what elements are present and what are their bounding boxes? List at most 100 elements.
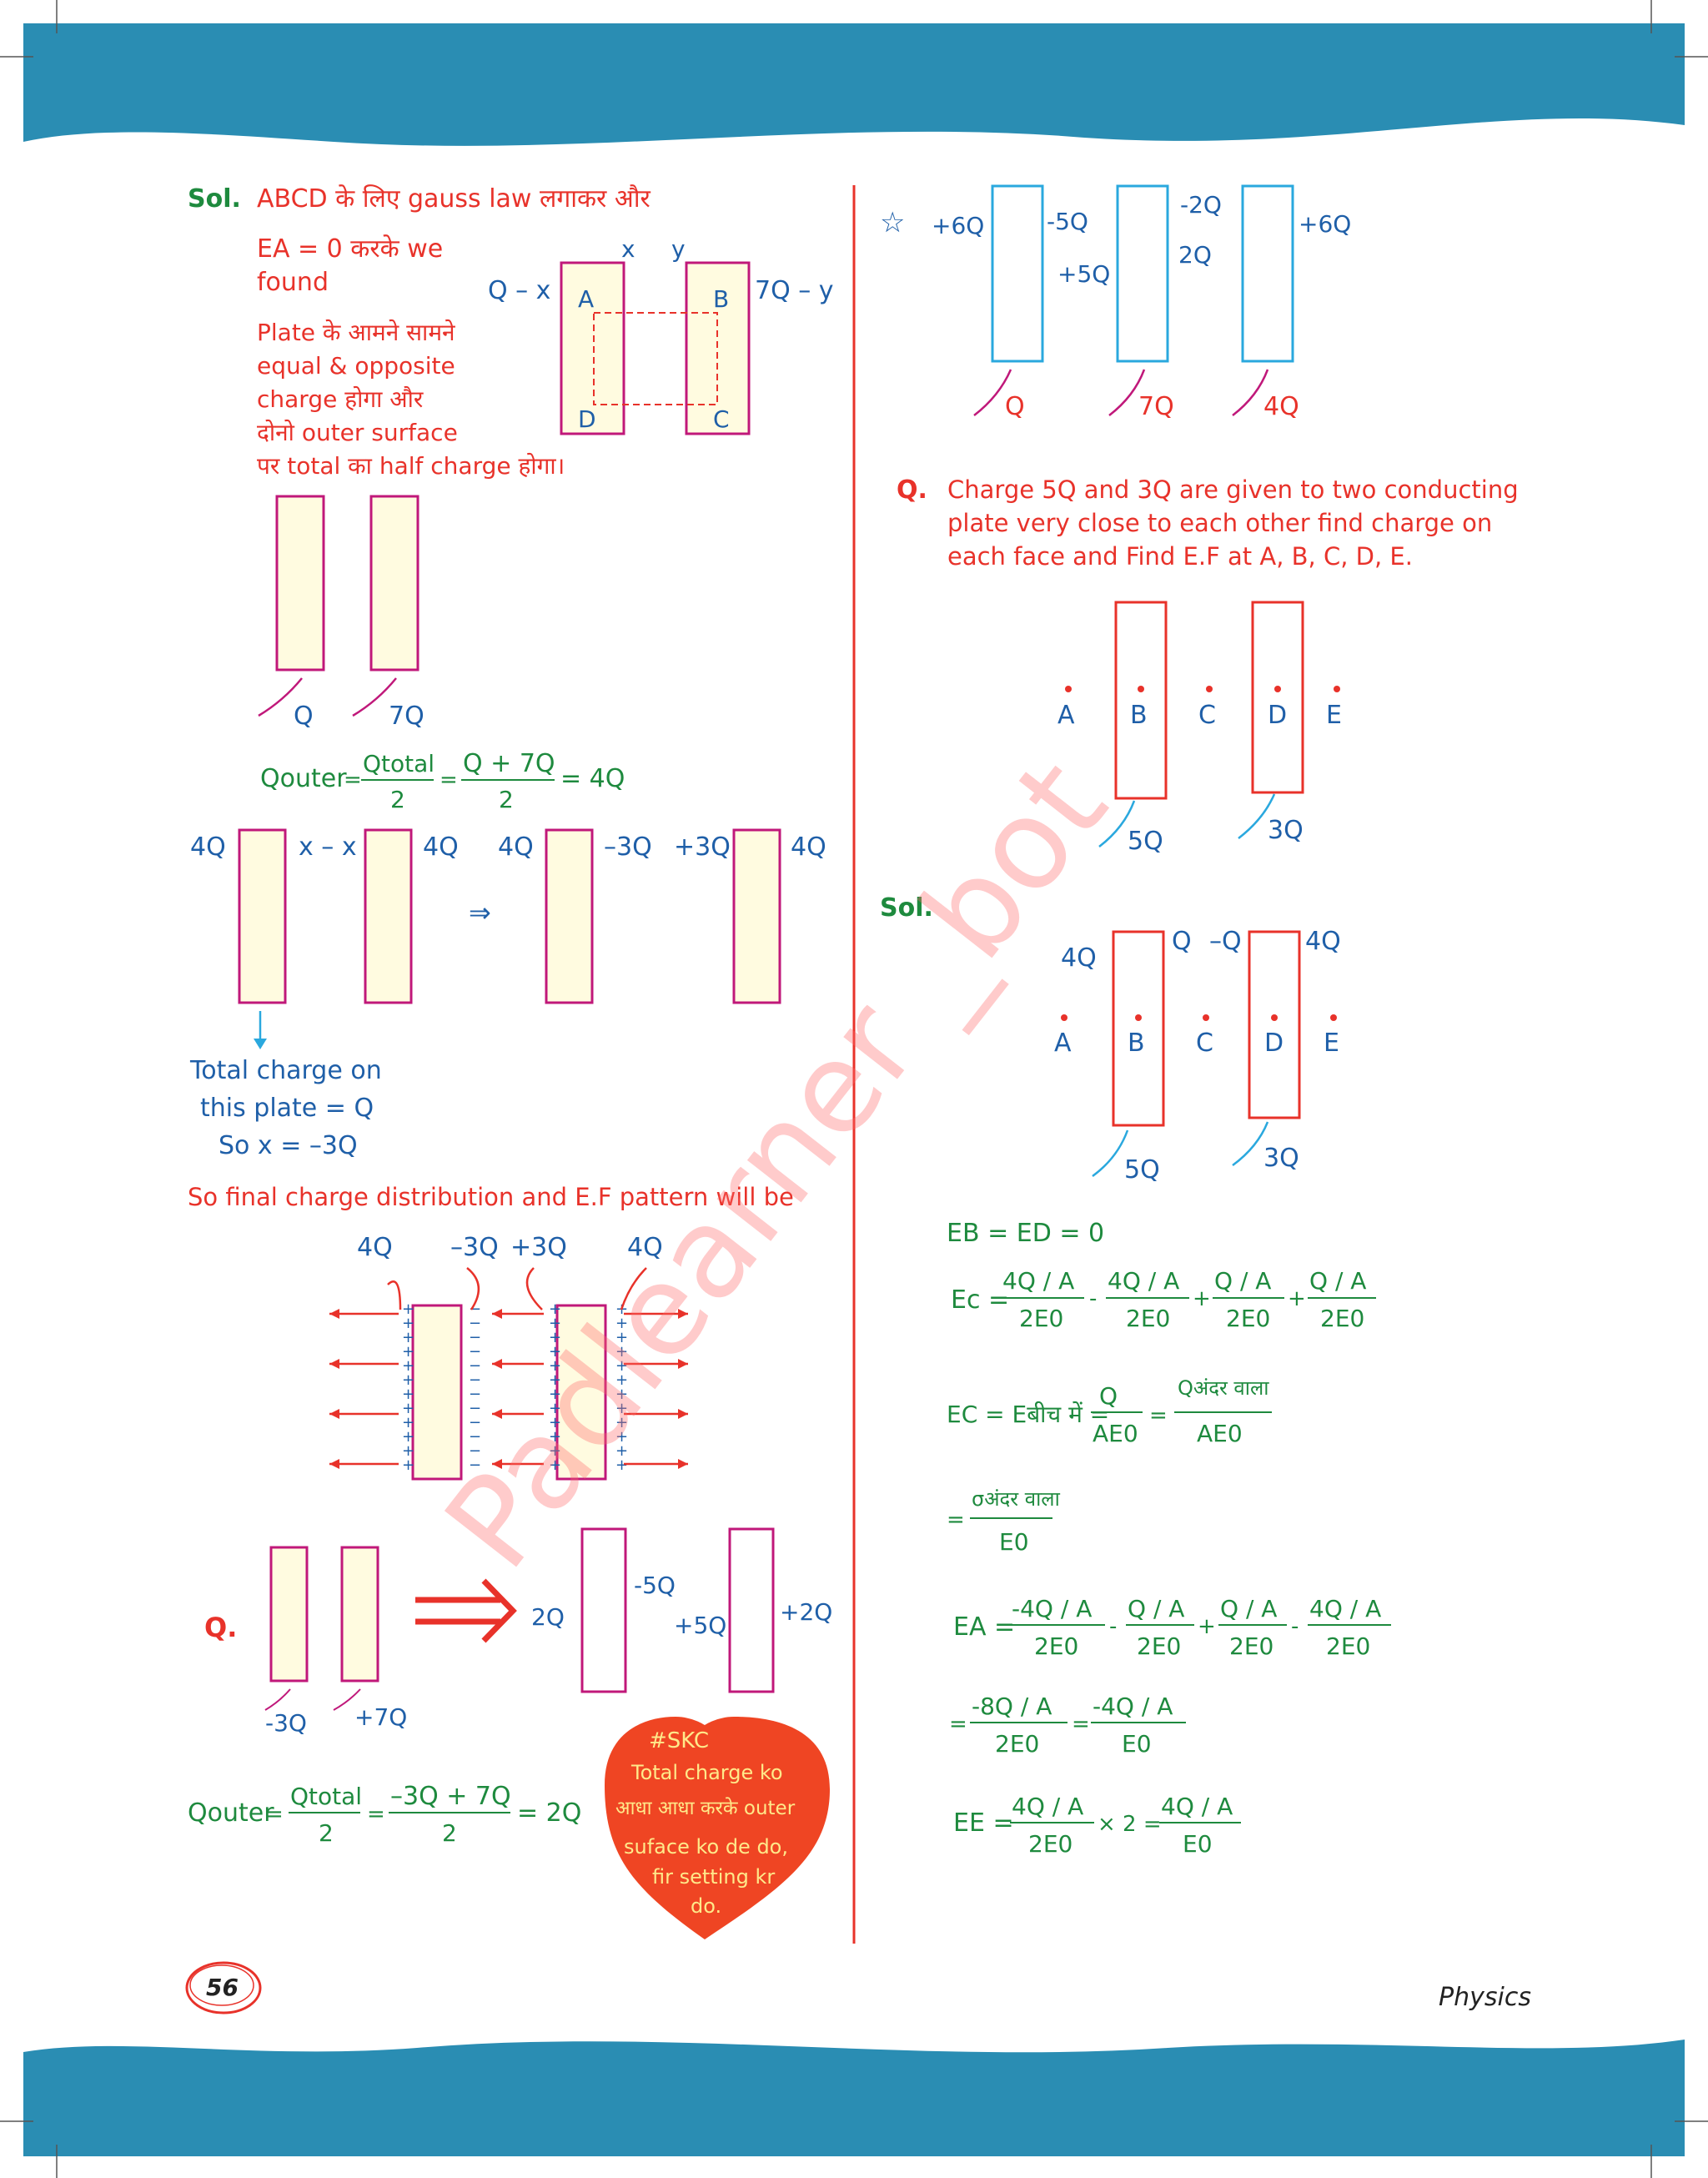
svg-text:−: − xyxy=(469,1329,481,1346)
svg-text:A: A xyxy=(1057,701,1075,730)
svg-text:#SKC: #SKC xyxy=(649,1728,709,1753)
svg-text:2: 2 xyxy=(442,1819,457,1847)
svg-text:-: - xyxy=(1089,1286,1097,1311)
svg-text:⇒: ⇒ xyxy=(469,897,491,928)
svg-text:=: = xyxy=(265,1802,284,1827)
svg-text:+: + xyxy=(549,1428,561,1446)
svg-text:+: + xyxy=(402,1300,414,1318)
final-line: So final charge distribution and E.F pat… xyxy=(188,1183,794,1211)
svg-text:+5Q: +5Q xyxy=(1057,260,1110,288)
question-figure: A B C D E 5Q 3Q xyxy=(1057,601,1342,856)
svg-text:+5Q: +5Q xyxy=(674,1612,726,1639)
svg-text:3Q: 3Q xyxy=(1263,1144,1299,1173)
svg-text:B: B xyxy=(1130,701,1148,730)
svg-text:−: − xyxy=(469,1400,481,1417)
svg-text:2: 2 xyxy=(319,1819,334,1847)
svg-text:–3Q: –3Q xyxy=(604,832,652,862)
svg-text:Q + 7Q: Q + 7Q xyxy=(463,749,555,778)
svg-text:+: + xyxy=(615,1456,628,1474)
svg-text:+7Q: +7Q xyxy=(354,1703,407,1731)
svg-text:-: - xyxy=(1109,1614,1117,1639)
svg-text:+: + xyxy=(615,1315,628,1332)
svg-text:2: 2 xyxy=(499,786,514,813)
charge-distribution-row: 4Q x – x 4Q 4Q –3Q +3Q 4Q ⇒ xyxy=(190,828,826,1049)
fig2-q2: 7Q xyxy=(389,702,424,731)
svg-text:−: − xyxy=(469,1357,481,1375)
svg-text:2: 2 xyxy=(390,786,405,813)
svg-text:+: + xyxy=(402,1428,414,1446)
svg-text:−: − xyxy=(469,1343,481,1361)
svg-text:+: + xyxy=(402,1315,414,1332)
eq-eb-ed: EB = ED = 0 xyxy=(947,1219,1104,1248)
svg-text:−: − xyxy=(469,1442,481,1460)
ea-line: EA = 0 करके we xyxy=(257,234,443,264)
svg-text:Q: Q xyxy=(1099,1382,1118,1410)
eq-ea: EA = -4Q / A 2E0 - Q / A 2E0 + Q / A 2E0… xyxy=(953,1595,1391,1660)
total-note-0: Total charge on xyxy=(189,1056,382,1085)
svg-text:E0: E0 xyxy=(1122,1730,1152,1758)
svg-text:Q / A: Q / A xyxy=(1214,1267,1271,1295)
svg-text:+: + xyxy=(615,1371,628,1389)
svg-text:+: + xyxy=(402,1414,414,1431)
svg-text:2E0: 2E0 xyxy=(1019,1305,1063,1332)
svg-text:+: + xyxy=(615,1386,628,1403)
eq-sigma: = σअंदर वाला E0 xyxy=(947,1487,1061,1556)
svg-text:Q / A: Q / A xyxy=(1128,1595,1184,1622)
svg-text:+: + xyxy=(615,1414,628,1431)
svg-text:आधा आधा करके outer: आधा आधा करके outer xyxy=(615,1797,796,1819)
svg-text:2E0: 2E0 xyxy=(1320,1305,1364,1332)
svg-text:+: + xyxy=(549,1456,561,1474)
note-line-0: Plate के आमने सामने xyxy=(257,319,455,346)
eq-ec-between: EC = Eबीच में = Q AE0 = Qअंदर वाला AE0 xyxy=(947,1376,1272,1447)
svg-text:Qouter: Qouter xyxy=(188,1798,274,1828)
svg-text:5Q: 5Q xyxy=(1128,827,1163,856)
eq-ea-result: = -8Q / A 2E0 = -4Q / A E0 xyxy=(949,1693,1186,1758)
svg-text:2E0: 2E0 xyxy=(1326,1632,1370,1660)
fig1-left-charge: Q – x xyxy=(488,276,550,305)
svg-text:4Q: 4Q xyxy=(357,1233,393,1262)
svg-text:=: = xyxy=(947,1507,965,1532)
fig1-B: B xyxy=(713,285,729,313)
svg-text:Qtotal: Qtotal xyxy=(290,1783,362,1810)
svg-text:+: + xyxy=(549,1300,561,1318)
svg-text:+: + xyxy=(615,1329,628,1346)
svg-text:56: 56 xyxy=(206,1974,239,2001)
plates-q-7q: Q 7Q xyxy=(258,495,424,731)
svg-text:+: + xyxy=(549,1371,561,1389)
svg-text:-3Q: -3Q xyxy=(265,1709,307,1737)
svg-text:2E0: 2E0 xyxy=(1229,1632,1273,1660)
svg-text:+: + xyxy=(402,1343,414,1361)
eq-ec: Ec = 4Q / A 2E0 - 4Q / A 2E0 + Q / A 2E0… xyxy=(951,1267,1376,1332)
svg-text:+: + xyxy=(402,1442,414,1460)
svg-text:EC = Eबीच में =: EC = Eबीच में = xyxy=(947,1401,1109,1428)
svg-text:x – x: x – x xyxy=(299,832,357,862)
svg-text:C: C xyxy=(1196,1029,1213,1058)
field-pattern-figure: 4Q –3Q +3Q 4Q ++++++++++++−−−−−−−−−−−−++… xyxy=(329,1233,688,1481)
svg-text:E: E xyxy=(1326,701,1342,730)
svg-text:2Q: 2Q xyxy=(1178,241,1212,269)
question-line-0: Charge 5Q and 3Q are given to two conduc… xyxy=(947,475,1519,504)
svg-text:+: + xyxy=(549,1329,561,1346)
svg-text:Qouter: Qouter xyxy=(260,764,347,793)
svg-text:–3Q: –3Q xyxy=(450,1233,499,1262)
question-line-1: plate very close to each other find char… xyxy=(947,509,1492,537)
svg-text:+: + xyxy=(1288,1286,1306,1311)
svg-text:Q: Q xyxy=(1172,927,1192,956)
svg-text:+6Q: +6Q xyxy=(1299,210,1351,238)
svg-text:fir setting kr: fir setting kr xyxy=(652,1865,775,1889)
svg-text:do.: do. xyxy=(691,1894,721,1918)
svg-text:-5Q: -5Q xyxy=(634,1572,676,1599)
svg-text:+: + xyxy=(549,1414,561,1431)
svg-text:+: + xyxy=(402,1386,414,1403)
svg-text:4Q: 4Q xyxy=(190,832,226,862)
svg-text:4Q: 4Q xyxy=(791,832,826,862)
svg-text:+6Q: +6Q xyxy=(932,212,984,239)
svg-text:4Q: 4Q xyxy=(1263,392,1299,421)
svg-text:4Q / A: 4Q / A xyxy=(1002,1267,1074,1295)
svg-text:× 2 =: × 2 = xyxy=(1098,1812,1162,1837)
svg-text:−: − xyxy=(469,1371,481,1389)
svg-text:Qअंदर वाला: Qअंदर वाला xyxy=(1178,1376,1269,1400)
page-number-badge: 56 xyxy=(185,1961,262,2015)
svg-text:=: = xyxy=(949,1712,967,1737)
svg-text:+: + xyxy=(549,1400,561,1417)
